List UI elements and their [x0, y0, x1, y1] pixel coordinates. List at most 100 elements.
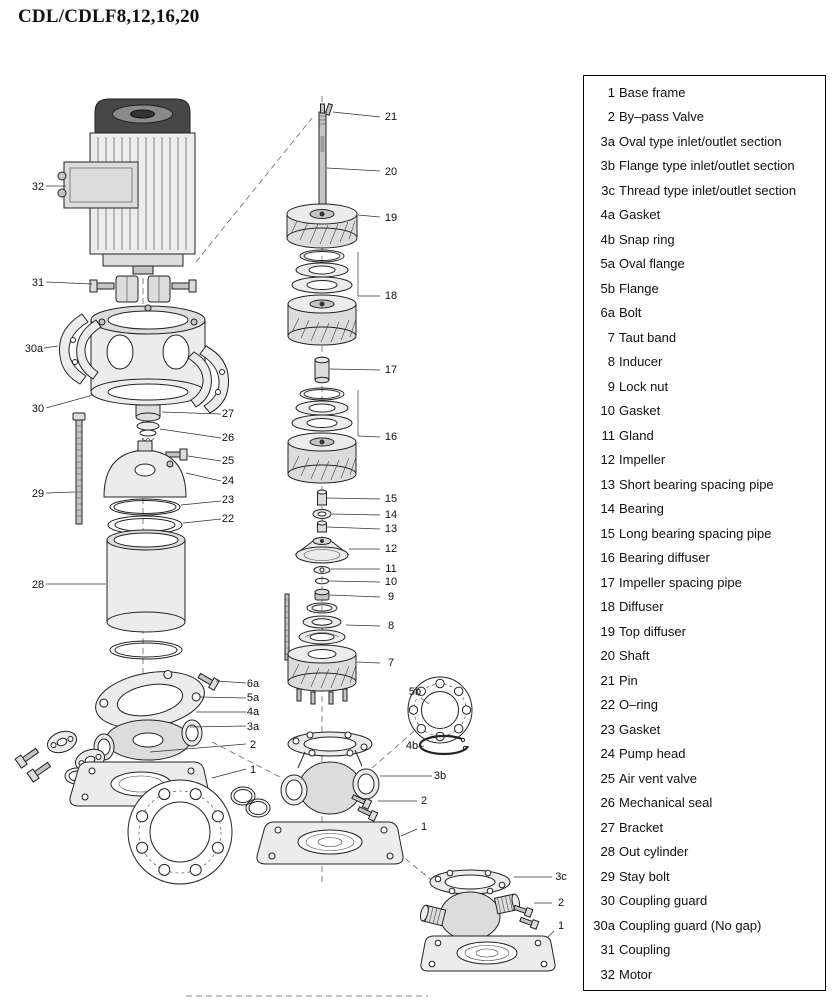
part-number: 20	[600, 648, 615, 664]
callout-line	[400, 828, 418, 837]
bypass-bolts-drawing	[14, 747, 52, 783]
part-name: Bracket	[619, 819, 664, 835]
part-name: Shaft	[619, 648, 650, 664]
part-name: Top diffuser	[619, 623, 686, 639]
part-name: Mechanical seal	[619, 795, 713, 811]
bearing-diffuser-stack-drawing	[287, 387, 357, 484]
coupling-guard-drawing	[58, 313, 230, 414]
part-number: 2	[607, 109, 615, 125]
part-number: 32	[600, 966, 615, 982]
impeller-drawing	[294, 537, 350, 564]
part-name: Oval type inlet/outlet section	[619, 133, 782, 149]
callout-label: 3a	[247, 721, 260, 733]
callout-line	[329, 594, 381, 598]
part-number: 19	[600, 623, 615, 639]
callout-label: 6a	[247, 678, 260, 690]
callout-label: 30	[32, 403, 44, 415]
part-number: 27	[600, 819, 615, 835]
callout-line	[326, 497, 381, 500]
part-number: 3a	[600, 133, 615, 149]
long-bearing-spacing-pipe-drawing	[317, 489, 327, 506]
part-name: O–ring	[619, 697, 659, 713]
part-number: 16	[600, 550, 615, 566]
callout-label: 2	[250, 739, 256, 751]
impeller-spacing-pipe-drawing	[314, 356, 330, 384]
part-number: 30a	[593, 917, 615, 933]
callout-label: 27	[222, 408, 234, 420]
part-name: Coupling	[619, 942, 671, 958]
part-number: 30	[600, 893, 615, 909]
part-name: Pin	[619, 672, 638, 688]
part-number: 11	[601, 427, 616, 443]
callout-labels: 323130a3029282726252423226a5a4a3a2121201…	[25, 111, 567, 938]
callout-label: 23	[222, 494, 234, 506]
part-number: 29	[600, 868, 615, 884]
callout-line	[182, 518, 222, 524]
callout-line	[357, 435, 381, 438]
callout-line	[328, 580, 381, 583]
part-number: 26	[600, 795, 615, 811]
coupling-drawing	[89, 275, 197, 303]
callout-label: 2	[558, 897, 564, 909]
oval-inlet-outlet-drawing	[93, 670, 205, 761]
callout-label: 21	[385, 111, 397, 123]
callout-label: 17	[385, 364, 397, 376]
callout-label: 13	[385, 523, 397, 535]
part-name: Short bearing spacing pipe	[619, 476, 774, 492]
thread-inlet-outlet-drawing	[419, 869, 540, 941]
part-name: Impeller	[619, 452, 666, 468]
small-gasket-drawing	[315, 577, 329, 585]
part-number: 5b	[600, 280, 615, 296]
part-number: 15	[600, 525, 615, 541]
part-number: 31	[600, 942, 615, 958]
callout-line	[159, 428, 222, 439]
part-name: Out cylinder	[619, 844, 689, 860]
callout-label: 29	[32, 488, 44, 500]
part-number: 3c	[601, 182, 615, 198]
base-frame-center-drawing	[256, 821, 404, 865]
callout-label: 30a	[25, 343, 44, 355]
bearing-drawing	[312, 509, 332, 519]
callout-line	[189, 725, 247, 728]
part-number: 4a	[600, 207, 615, 223]
part-number: 1	[607, 84, 615, 100]
callout-label: 32	[32, 181, 44, 193]
part-name: Flange type inlet/outlet section	[619, 158, 795, 174]
callout-line	[356, 661, 381, 664]
callout-label: 2	[421, 795, 427, 807]
part-number: 5a	[600, 256, 615, 272]
inducer-drawing	[298, 602, 346, 645]
callout-label: 3c	[555, 871, 567, 883]
o-ring-drawing	[109, 498, 181, 516]
part-name: Bearing	[619, 501, 664, 517]
callout-label: 15	[385, 493, 397, 505]
callout-label: 11	[385, 563, 396, 575]
part-name: Bolt	[619, 305, 642, 321]
callout-line	[547, 930, 555, 938]
part-name: Gasket	[619, 721, 661, 737]
